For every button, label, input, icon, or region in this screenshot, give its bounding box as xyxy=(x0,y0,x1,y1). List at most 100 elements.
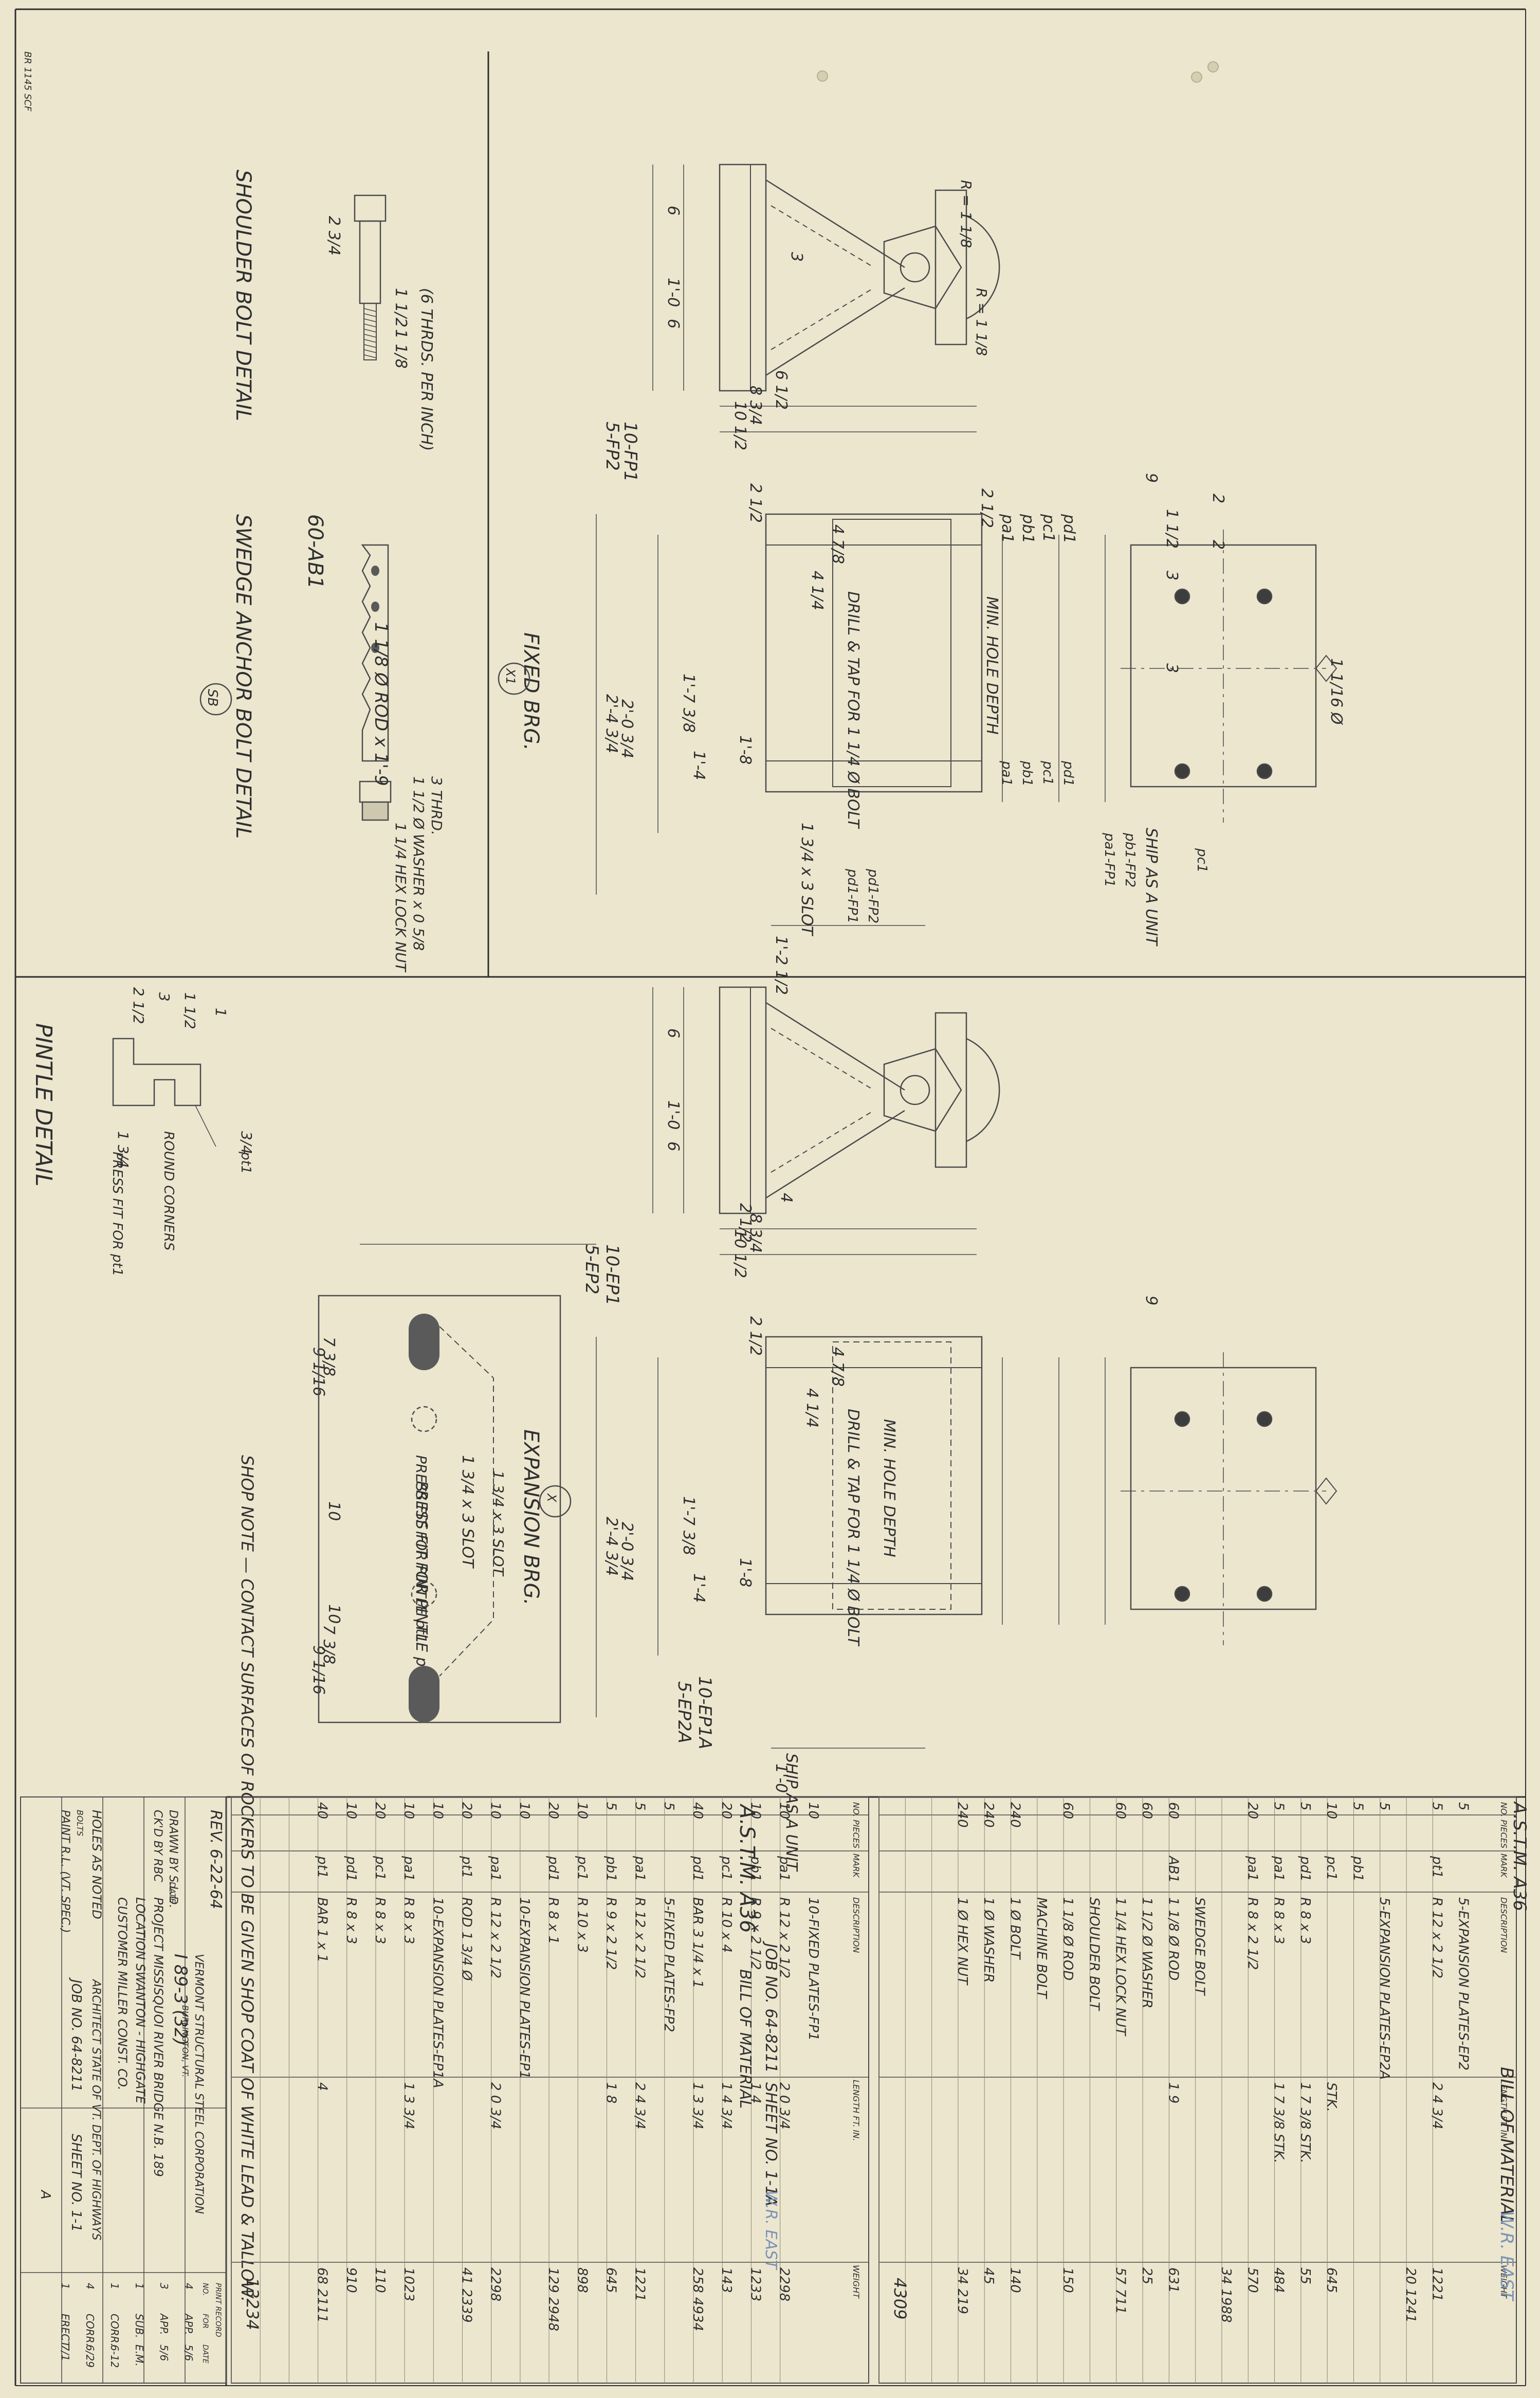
fixed-leader: pa1-FP1 xyxy=(1102,832,1117,887)
pintle-leader xyxy=(195,1105,216,1147)
bom-cell: pa1 xyxy=(1244,1856,1260,1881)
slot-label: 1 3/4 x 3 SLOT xyxy=(490,1470,507,1576)
bom-cell: SWEDGE BOLT xyxy=(1192,1897,1207,1996)
fixed-leader: pc1 xyxy=(1194,848,1209,873)
fixed-plate-mark: pc1 xyxy=(1039,514,1057,542)
bom-cell: 40 xyxy=(690,1802,705,1819)
bom-cell: 10-EXPANSION PLATES-EP1A xyxy=(430,1897,445,2088)
fixed-dim: 10 1/2 xyxy=(731,401,749,450)
thread-mark xyxy=(363,354,377,358)
exp-dim: 1'-4 xyxy=(690,1573,708,1603)
shop-note: SHOP NOTE — CONTACT SURFACES OF ROCKERS … xyxy=(237,1455,257,2302)
bom-cell: 5 xyxy=(1429,1802,1444,1811)
bom-header: NO. PIECES xyxy=(1499,1802,1509,1848)
bom-cell: R 8 x 1 xyxy=(545,1897,561,1944)
pin-plate xyxy=(934,189,967,346)
bom-cell: pc1 xyxy=(719,1856,734,1880)
bom-cell: 1221 xyxy=(632,2267,648,2301)
swedge-nut-note: 1 1/4 HEX LOCK NUT xyxy=(392,823,409,973)
print-record-cell: CORR. xyxy=(84,2314,96,2347)
bom-cell: 5-FIXED PLATES-FP2 xyxy=(661,1897,676,2032)
rocker-flange xyxy=(719,987,751,1214)
bom-cell: 1221 xyxy=(1429,2267,1444,2301)
fixed-dim: 2'-0 3/4 xyxy=(618,699,636,758)
fixed-dim: 4 1/4 xyxy=(808,571,826,610)
bom-header: MARK xyxy=(851,1854,861,1878)
bom-cell: R 8 x 3 xyxy=(401,1897,416,1944)
bom-cell: 1 8 xyxy=(603,2082,618,2103)
swedge-rod xyxy=(361,544,389,762)
bom-total: 4309 xyxy=(890,2278,910,2319)
bom-cell: 1 Ø HEX NUT xyxy=(955,1897,970,1986)
bom-cell: R 12 x 2 1/2 xyxy=(632,1897,648,1978)
bom-cell: BAR 1 x 1 xyxy=(315,1897,330,1963)
fixed-dim: 6 xyxy=(664,206,682,215)
bom-cell: 484 xyxy=(1271,2267,1287,2293)
bom-cell: R 9 x 2 1/2 xyxy=(603,1897,618,1970)
title-location: LOCATION SWANTON - HIGHGATE xyxy=(133,1897,148,2104)
bom-cell: 631 xyxy=(1165,2267,1181,2293)
bom-cell: 41 2339 xyxy=(459,2267,474,2323)
fixed-dim: 1 1/16 Ø xyxy=(1327,658,1345,725)
bom-cell: 5 xyxy=(1271,1802,1287,1811)
exp-note: MIN. HOLE DEPTH xyxy=(880,1419,898,1557)
bom-cell: 10 xyxy=(777,1802,792,1819)
print-record-header: DATE xyxy=(201,2345,209,2364)
shoulder-bolt-title: SHOULDER BOLT DETAIL xyxy=(231,170,255,421)
exp-dim: 7 3/8 xyxy=(320,1625,338,1664)
exp-dim: 1'-0 xyxy=(772,1764,790,1793)
fixed-radius-label: R = 1 1/8 xyxy=(958,180,975,248)
fixed-plate-mark: pd1 xyxy=(1060,760,1076,787)
bom-cell: 10 xyxy=(747,1802,763,1819)
anchor-hole xyxy=(1174,588,1190,605)
bolt-head xyxy=(354,194,387,222)
swedge-symbol xyxy=(199,683,232,716)
title-project: PROJECT MISSISQUOI RIVER BRIDGE N.B. 189 xyxy=(151,1897,166,2177)
edge-stamp: BR 1145 SCF xyxy=(22,51,33,112)
thread-mark xyxy=(363,323,377,328)
fixed-dim: 2'-4 3/4 xyxy=(602,694,620,753)
pintle-dim: 3/4 xyxy=(238,1131,255,1154)
exp-dim: 2 1/2 xyxy=(736,1203,754,1243)
exp-dim: 6 xyxy=(664,1141,682,1151)
press-fit-label: PRESS FIT FOR PINTLE pt1 xyxy=(413,1455,430,1643)
print-record-cell: 1 xyxy=(133,2283,145,2290)
bom-cell: 1 1/4 HEX LOCK NUT xyxy=(1113,1897,1128,2037)
fixed-plate-mark: pa1 xyxy=(999,760,1014,786)
thread-mark xyxy=(363,339,377,343)
fixed-plate-mark: pd1 xyxy=(1060,514,1078,543)
bom-cell: 68 2111 xyxy=(315,2267,330,2323)
bom-cell: 25 xyxy=(1139,2267,1154,2284)
fixed-dim: 6 1/2 xyxy=(772,370,790,410)
bom-cell: 10 xyxy=(343,1802,359,1819)
base-plate xyxy=(765,513,983,793)
rocker-arm xyxy=(765,179,905,268)
title-dwg-no: I 89-3 (32) xyxy=(170,1954,191,2046)
fixed-dim: 2 xyxy=(1209,540,1227,550)
swedge-notch xyxy=(371,643,379,653)
bom-cell: 1 1/8 Ø ROD xyxy=(1165,1897,1181,1981)
fixed-dim: 3 xyxy=(787,252,805,262)
rocker-radius xyxy=(966,1038,1000,1142)
sole-plate xyxy=(832,519,951,787)
fixed-symbol-label: X1 xyxy=(503,667,518,685)
bom-cell: 898 xyxy=(574,2267,590,2293)
bom-header: WEIGHT xyxy=(1499,2265,1509,2299)
slot-plate xyxy=(318,1295,561,1723)
print-record-cell: ERECT xyxy=(59,2314,71,2348)
bom-cell: 5 xyxy=(632,1802,648,1811)
anchor-hole xyxy=(1256,1586,1273,1602)
bom-cell: 2 0 3/4 xyxy=(488,2082,503,2129)
bom-cell: 57 711 xyxy=(1113,2267,1128,2314)
bom-b-job: JOB NO. 64-8211 xyxy=(762,1941,780,2073)
fixed-dim: 3 xyxy=(1163,571,1181,580)
print-record-cell: 4 xyxy=(84,2283,96,2290)
exp-dim: 6 xyxy=(664,1028,682,1038)
title-holes: HOLES AS NOTED xyxy=(89,1810,104,1919)
rocker-arm xyxy=(765,1002,905,1091)
pintle-dim: 1 xyxy=(212,1008,229,1017)
bom-cell: 5 xyxy=(1350,1802,1365,1811)
